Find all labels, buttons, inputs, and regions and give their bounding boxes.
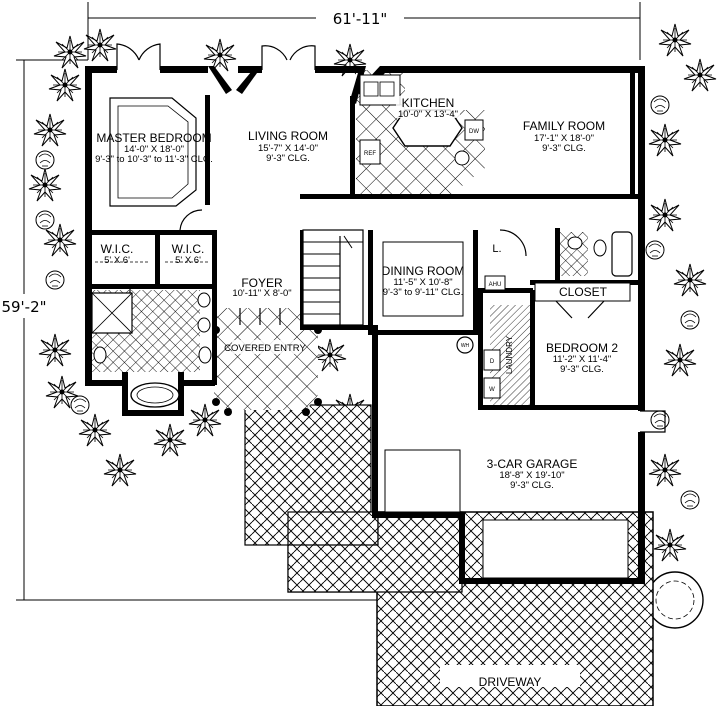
laundry-label: LAUNDRY [505,335,514,374]
room-label-entry: COVERED ENTRY [224,340,306,354]
room-label-garage: 3-CAR GARAGE 18'-8" X 19'-10" 9'-3" CLG. [487,457,578,491]
svg-text:DINING ROOM: DINING ROOM [382,264,465,278]
svg-text:9'-3" CLG.: 9'-3" CLG. [510,480,554,491]
width-label: 61'-11" [333,10,388,28]
room-label-living: LIVING ROOM 15'-7" X 14'-0" 9'-3" CLG. [248,129,328,164]
svg-text:BEDROOM 2: BEDROOM 2 [546,341,618,355]
garage-door-2 [482,519,629,579]
room-label-wic-2: W.I.C. 5' X 6' [172,242,205,266]
svg-text:COVERED ENTRY: COVERED ENTRY [224,343,306,354]
depth-label: 59'-2" [1,298,46,316]
svg-text:9'-3" CLG.: 9'-3" CLG. [542,143,586,154]
room-label-closet: CLOSET [559,285,608,299]
svg-text:3-CAR GARAGE: 3-CAR GARAGE [487,457,578,471]
room-label-wic-1: W.I.C. 5' X 6' [101,242,134,266]
room-label-master: MASTER BEDROOM 14'-0" X 18'-0" 9'-3" to … [95,131,213,165]
refrigerator-label: REF [364,151,376,157]
svg-text:9'-3" CLG.: 9'-3" CLG. [266,153,310,164]
svg-text:15'-7" X 14'-0": 15'-7" X 14'-0" [258,143,318,154]
depth-dimension: 59'-2" [0,59,380,601]
washer-label: W [489,387,495,393]
svg-text:W.I.C.: W.I.C. [101,242,134,256]
svg-text:5' X 6': 5' X 6' [175,255,201,266]
width-dimension: 61'-11" [87,2,641,60]
room-label-foyer: FOYER 10'-11" X 8'-0" [232,276,291,299]
svg-text:18'-8" X 19'-10": 18'-8" X 19'-10" [499,470,564,481]
svg-text:LIVING ROOM: LIVING ROOM [248,129,328,143]
entry-columns [212,326,322,416]
svg-text:10'-0" X 13'-4": 10'-0" X 13'-4" [398,109,458,120]
svg-text:9'-3" to 10'-3" to 11'-3" CLG.: 9'-3" to 10'-3" to 11'-3" CLG. [95,154,213,165]
dishwasher-label: DW [469,129,479,135]
room-label-kitchen: KITCHEN 10'-0" X 13'-4" [396,96,460,120]
svg-text:MASTER BEDROOM: MASTER BEDROOM [96,131,211,145]
ahu-label: AHU [489,282,502,288]
svg-text:17'-1" X 18'-0": 17'-1" X 18'-0" [534,133,594,144]
garage-door-1 [384,449,461,513]
bath-fixtures [91,231,633,408]
doors [116,43,666,433]
dining-tray-ceiling [382,241,464,317]
svg-text:11'-2" X 11'-4": 11'-2" X 11'-4" [553,354,612,365]
room-label-bedroom2: BEDROOM 2 11'-2" X 11'-4" 9'-3" CLG. [546,341,618,375]
room-label-dining: DINING ROOM 11'-5" X 10'-8" 9'-3" to 9'-… [382,264,465,298]
svg-text:FAMILY ROOM: FAMILY ROOM [523,119,605,133]
svg-text:DRIVEWAY: DRIVEWAY [479,675,542,689]
room-label-family: FAMILY ROOM 17'-1" X 18'-0" 9'-3" CLG. [523,119,605,154]
dryer-label: D [490,359,495,365]
stairs [302,229,364,326]
svg-text:FOYER: FOYER [241,276,283,290]
svg-text:W.I.C.: W.I.C. [172,242,205,256]
svg-text:10'-11" X 8'-0": 10'-11" X 8'-0" [232,288,291,299]
room-label-driveway: DRIVEWAY [479,675,542,689]
landscaping [28,23,717,629]
svg-text:KITCHEN: KITCHEN [402,96,455,110]
svg-text:CLOSET: CLOSET [559,285,608,299]
svg-text:9'-3" CLG.: 9'-3" CLG. [560,364,604,375]
svg-text:14'-0" X 18'-0": 14'-0" X 18'-0" [124,144,184,155]
svg-text:11'-5" X 10'-8": 11'-5" X 10'-8" [393,277,452,288]
master-tray-ceiling [109,97,197,207]
water-heater-label: WH [461,343,470,349]
linen-label: L. [492,243,501,255]
svg-text:5' X 6': 5' X 6' [104,255,130,266]
svg-text:9'-3" to 9'-11" CLG.: 9'-3" to 9'-11" CLG. [383,287,463,298]
